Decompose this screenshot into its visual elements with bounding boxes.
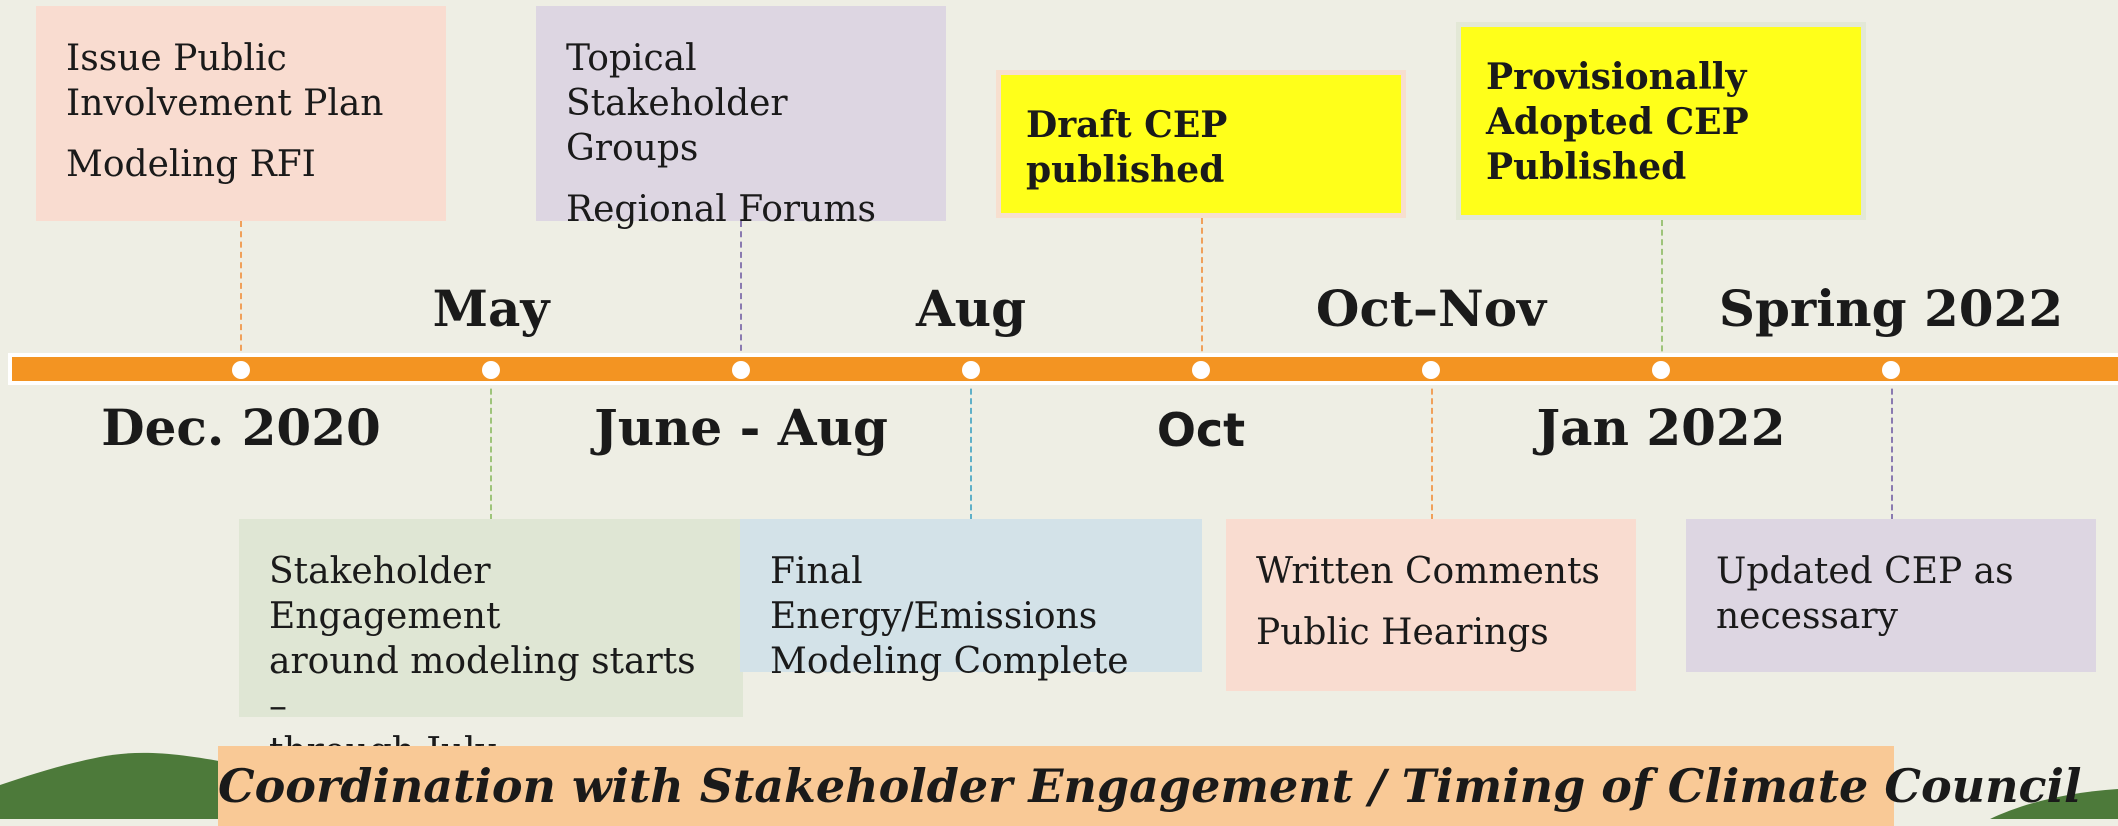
date-label-aug: Aug	[915, 279, 1027, 338]
date-label-spring-2022: Spring 2022	[1718, 279, 2064, 338]
box-text: Modeling Complete	[770, 641, 1129, 682]
timeline-dot	[232, 361, 250, 379]
box-text: Public Hearings	[1256, 612, 1549, 653]
milestone-box-draft-cep: Draft CEP published	[996, 70, 1406, 218]
date-label-oct: Oct	[1156, 403, 1246, 457]
box-text: necessary	[1716, 596, 1898, 637]
connector-line	[1431, 379, 1433, 520]
left-hill-decoration	[0, 752, 240, 819]
connector-line	[240, 221, 242, 361]
timeline-dot	[1422, 361, 1440, 379]
connector-line	[740, 221, 742, 361]
connector-line	[1661, 220, 1663, 361]
date-label-jan-2022: Jan 2022	[1536, 398, 1786, 457]
date-label-may: May	[432, 279, 550, 338]
timeline-axis	[8, 353, 2118, 385]
box-text: Regional Forums	[566, 189, 876, 230]
connector-line	[490, 379, 492, 520]
box-text: Groups	[566, 128, 699, 169]
milestone-box-public-comments: Written Comments Public Hearings	[1226, 519, 1636, 691]
connector-line	[1891, 379, 1893, 520]
box-text: Draft CEP	[1026, 104, 1228, 146]
timeline-dot	[962, 361, 980, 379]
coordination-banner: Coordination with Stakeholder Engagement…	[218, 746, 2081, 826]
box-text: Modeling RFI	[66, 144, 316, 185]
box-text: Published	[1486, 146, 1687, 188]
box-text: published	[1026, 149, 1225, 191]
milestone-box-updated-cep: Updated CEP as necessary	[1686, 519, 2096, 672]
box-text: Issue Public	[66, 38, 287, 79]
box-text: Updated CEP as	[1716, 551, 2014, 592]
milestone-box-stakeholder-groups: Topical Stakeholder Groups Regional Foru…	[536, 6, 946, 230]
box-text: Stakeholder Engagement	[269, 551, 501, 637]
connector-line	[970, 379, 972, 520]
box-text: Adopted CEP	[1486, 101, 1749, 143]
box-text: Topical Stakeholder	[566, 38, 788, 124]
box-text: Written Comments	[1256, 551, 1600, 592]
timeline-dot	[1652, 361, 1670, 379]
box-text: Provisionally	[1486, 56, 1747, 98]
milestone-box-stakeholder-engagement: Stakeholder Engagement around modeling s…	[239, 519, 743, 772]
date-label-oct-nov: Oct–Nov	[1315, 279, 1547, 338]
connector-line	[1201, 218, 1203, 361]
box-text: Final Energy/Emissions	[770, 551, 1098, 637]
timeline-dot	[1192, 361, 1210, 379]
box-text: around modeling starts –	[269, 641, 696, 727]
timeline-dot	[482, 361, 500, 379]
milestone-box-adopted-cep: Provisionally Adopted CEP Published	[1456, 22, 1866, 220]
timeline-dot	[1882, 361, 1900, 379]
date-label-dec-2020: Dec. 2020	[101, 398, 381, 457]
timeline-dot	[732, 361, 750, 379]
milestone-box-issue-plan: Issue Public Involvement Plan Modeling R…	[36, 6, 446, 221]
date-label-june-aug: June - Aug	[594, 398, 888, 457]
milestone-box-final-modeling: Final Energy/Emissions Modeling Complete	[740, 519, 1202, 682]
box-text: Involvement Plan	[66, 83, 384, 124]
right-hill-decoration	[1990, 789, 2118, 819]
